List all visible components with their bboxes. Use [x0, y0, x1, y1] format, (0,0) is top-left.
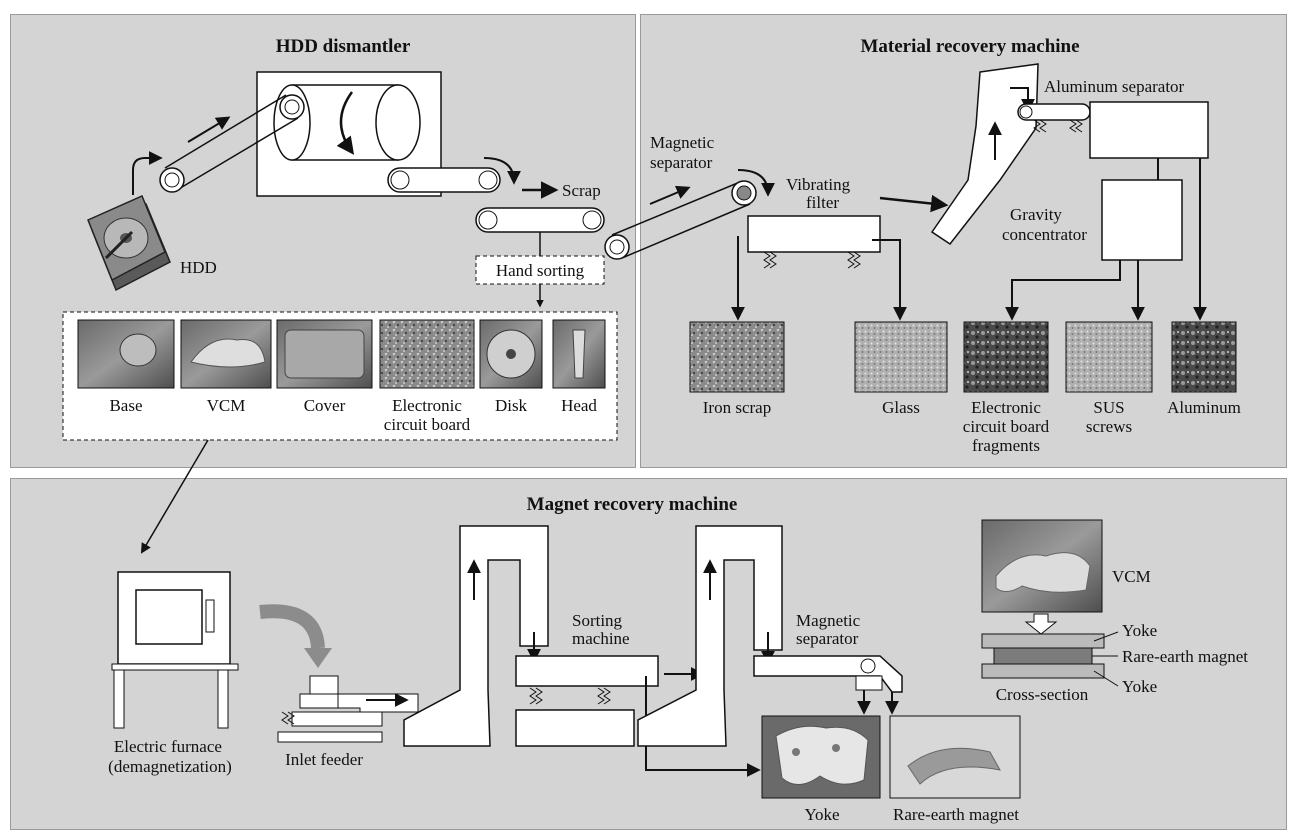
material-label: screws [1086, 417, 1132, 436]
spring-icon [847, 251, 861, 269]
electric-furnace [111, 571, 239, 729]
aluminum-separator [1017, 101, 1209, 159]
magnetic-separator-label-1: Magnetic separator [650, 133, 718, 172]
furnace-label: Electric furnace (demagnetization) [108, 737, 232, 776]
material-label: fragments [972, 436, 1040, 455]
material-label: circuit board [963, 417, 1050, 436]
glass-photo [854, 321, 948, 393]
separator-drop-arrow [737, 169, 775, 197]
cross-section-caption: Cross-section [996, 685, 1089, 704]
down-arrow-icon [1024, 613, 1058, 635]
filter-to-elevator-arrow [879, 194, 949, 213]
sorting-machine-upper [515, 655, 659, 687]
part-label: Head [561, 396, 597, 415]
to-yoke-arrow [645, 676, 761, 777]
material-label: Glass [882, 398, 920, 417]
scrap-label: Scrap [562, 181, 601, 200]
yoke-top-layer [981, 633, 1105, 649]
vibrating-filter-label: Vibrating filter [786, 175, 854, 212]
yoke-top-label: Yoke [1122, 621, 1157, 640]
magnet-elevator-1 [403, 525, 549, 747]
part-label: Electronic [392, 396, 462, 415]
to-fragments-arrow [1005, 260, 1121, 321]
parts-to-furnace-arrow [140, 439, 209, 554]
spring-icon [529, 687, 611, 705]
magnet-cross-label: Rare-earth magnet [1122, 647, 1248, 666]
magnet-layer [993, 647, 1093, 665]
leader-line [1093, 631, 1119, 642]
aluminum-photo [1171, 321, 1237, 393]
yoke-bottom-layer [981, 663, 1105, 679]
yoke-photo [761, 715, 881, 799]
aluminum-separator-label: Aluminum separator [1044, 77, 1185, 96]
part-label: circuit board [384, 415, 471, 434]
hand-sorting-box [475, 255, 605, 285]
inclined-conveyor [159, 94, 305, 193]
leader-line [1093, 670, 1119, 687]
sus-screws-photo [1065, 321, 1153, 393]
hand-sorting-conveyor [475, 207, 605, 256]
part-label: Base [109, 396, 142, 415]
transfer-arrowhead [304, 648, 332, 668]
magnet-elevator-2 [637, 525, 783, 747]
to-glass-arrow [872, 239, 907, 321]
iron-scrap-photo [689, 321, 785, 393]
hdd-illustration [87, 195, 171, 292]
output-conveyor [387, 167, 501, 193]
gravity-concentrator-label: Gravity concentrator [1002, 205, 1087, 244]
circuit-board-photo [379, 319, 475, 389]
magnet-recovery-title: Magnet recovery machine [527, 494, 738, 515]
hdd-dismantler-title: HDD dismantler [276, 36, 411, 57]
hdd-label: HDD [180, 258, 217, 277]
material-recovery-title: Material recovery machine [860, 36, 1079, 57]
magnetic-separator-2 [753, 655, 903, 693]
hdd-to-conveyor-arrow [132, 151, 163, 195]
elevator-to-separator-arrow [1010, 87, 1035, 113]
spring-icon [763, 251, 777, 269]
gravity-concentrator [1101, 179, 1183, 261]
magnetic-separator-conveyor [604, 180, 757, 260]
circuit-fragments-photo [963, 321, 1049, 393]
material-label: Iron scrap [703, 398, 771, 417]
material-label: SUS [1093, 398, 1124, 417]
magnetic-separator-label-2: Magnetic separator [796, 611, 864, 648]
hand-sorting-label: Hand sorting [496, 261, 585, 280]
sorting-machine-lower [515, 709, 635, 747]
part-label: VCM [207, 396, 246, 415]
magnet-output-label: Rare-earth magnet [893, 805, 1019, 824]
yoke-output-label: Yoke [804, 805, 839, 824]
transfer-arrow [259, 604, 325, 649]
bucket-elevator [930, 63, 1039, 246]
rare-earth-magnet-photo [889, 715, 1021, 799]
vcm-cross-label: VCM [1112, 567, 1151, 586]
vibrating-filter [747, 215, 881, 253]
material-label: Aluminum [1167, 398, 1241, 417]
material-label: Electronic [971, 398, 1041, 417]
part-label: Cover [304, 396, 346, 415]
drop-arrow [483, 157, 521, 185]
sorting-machine-label: Sorting machine [572, 611, 630, 648]
vcm-photo-large [981, 519, 1103, 613]
yoke-bottom-label: Yoke [1122, 677, 1157, 696]
part-label: Disk [495, 396, 528, 415]
inlet-feeder [277, 675, 419, 743]
inlet-feeder-label: Inlet feeder [285, 750, 363, 769]
